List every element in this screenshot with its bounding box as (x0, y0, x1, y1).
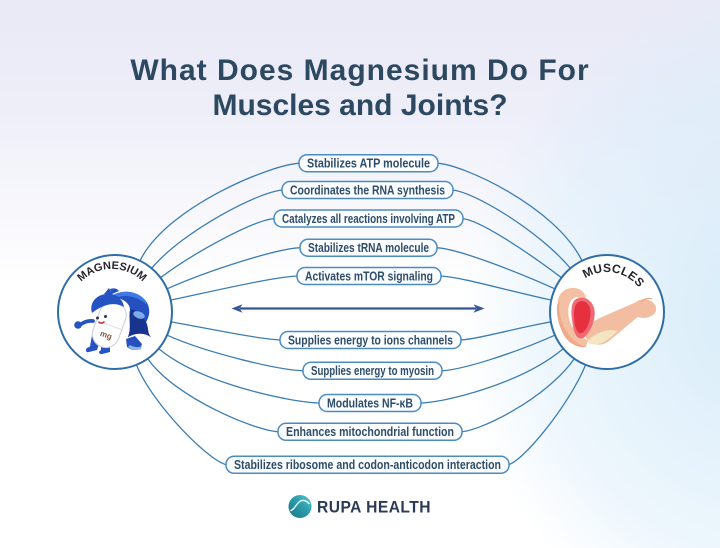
svg-text:Coordinates the RNA synthesis: Coordinates the RNA synthesis (290, 183, 445, 197)
svg-text:RUPA HEALTH: RUPA HEALTH (317, 498, 431, 517)
svg-text:Supplies energy to ions channe: Supplies energy to ions channels (288, 333, 453, 347)
svg-text:Stabilizes ribosome and codon-: Stabilizes ribosome and codon-anticodon … (234, 458, 501, 472)
svg-text:Stabilizes ATP molecule: Stabilizes ATP molecule (307, 157, 430, 171)
svg-text:Activates mTOR signaling: Activates mTOR signaling (305, 269, 433, 283)
svg-text:Supplies energy to myosin: Supplies energy to myosin (311, 364, 434, 378)
svg-text:Enhances mitochondrial functio: Enhances mitochondrial function (286, 425, 454, 439)
svg-text:Stabilizes tRNA molecule: Stabilizes tRNA molecule (308, 241, 429, 255)
svg-text:mg: mg (99, 329, 113, 342)
svg-text:Modulates NF-κB: Modulates NF-κB (327, 396, 413, 410)
svg-text:Catalyzes all reactions involv: Catalyzes all reactions involving ATP (282, 212, 455, 226)
